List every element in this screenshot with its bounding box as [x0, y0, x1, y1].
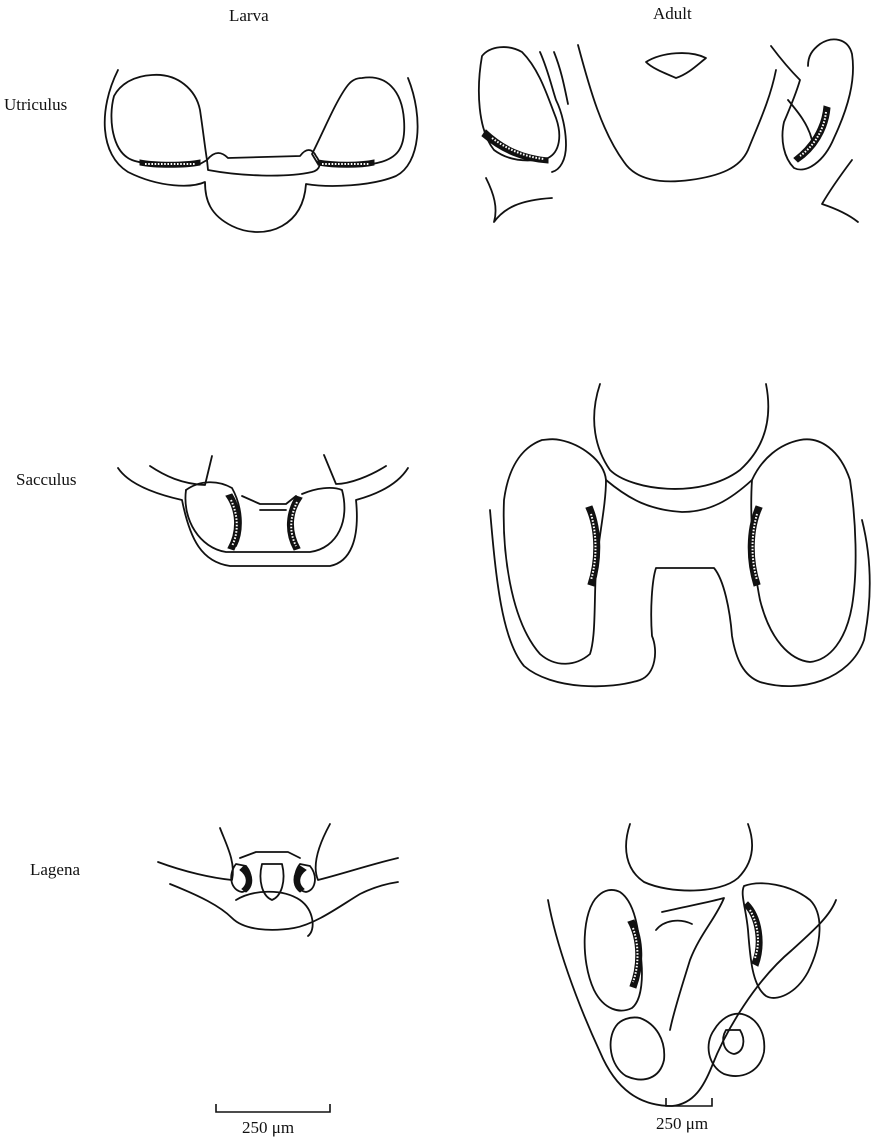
macula-epithelium: [628, 920, 642, 988]
macula-epithelium: [240, 866, 252, 892]
adult-sacculus-section: [490, 384, 870, 686]
larva-lagena-section: [158, 824, 398, 936]
larva-utriculus-section: [105, 70, 418, 232]
larva-scale-bar-label: 250 μm: [242, 1118, 294, 1138]
macula-epithelium: [744, 902, 762, 966]
larva-sacculus-section: [118, 455, 408, 566]
adult-lagena-section: [548, 824, 836, 1106]
adult-utriculus-section: [479, 39, 858, 222]
adult-scale-bar-label: 250 μm: [656, 1114, 708, 1134]
larva-scale-bar: [216, 1104, 330, 1112]
macula-epithelium: [287, 496, 302, 550]
